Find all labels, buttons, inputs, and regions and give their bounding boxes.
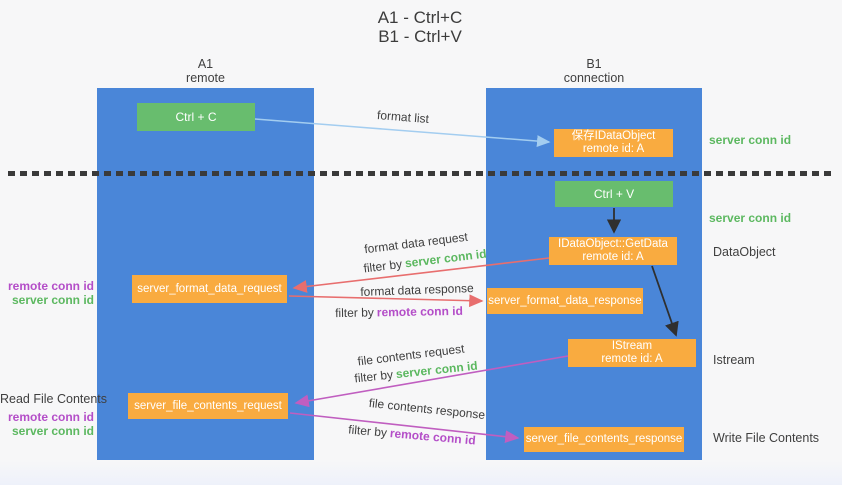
lane-a-subtitle: remote [186,71,225,85]
node-save-idataobject: 保存IDataObject remote id: A [554,129,673,157]
node-istream-line2: remote id: A [601,353,663,365]
lane-b-subtitle: connection [563,71,625,85]
node-idataobject-getdata: IDataObject::GetData remote id: A [549,237,677,265]
server-conn-id-text: server conn id [404,246,488,271]
label-format-list: format list [376,107,430,127]
node-server-file-contents-response: server_file_contents_response [524,427,684,452]
node-ctrl-c-label: Ctrl + C [175,109,217,124]
node-idataobject-getdata-line2: remote id: A [582,251,644,263]
left-label-server-conn-id-bottom: server conn id [11,424,94,438]
diagram-title: A1 - Ctrl+C B1 - Ctrl+V [300,8,540,46]
left-label-remote-conn-id-top: remote conn id [7,279,94,293]
left-label-server-conn-id-top: server conn id [11,293,94,307]
lane-b-title: B1 [586,57,602,71]
filter-by-text: filter by [353,367,394,386]
node-server-format-data-request: server_format_data_request [132,275,287,303]
right-label-server-conn-id-mid: server conn id [709,211,792,225]
right-label-dataobject: DataObject [713,245,776,259]
node-istream: IStream remote id: A [568,339,696,367]
node-server-file-contents-request: server_file_contents_request [128,393,288,419]
filter-by-text: filter by [362,256,403,276]
node-server-format-data-response-label: server_format_data_response [488,294,642,307]
left-label-conn-ids-bottom: remote conn id server conn id [0,410,94,438]
bottom-fade-strip [0,461,842,485]
node-server-file-contents-request-label: server_file_contents_request [134,399,282,412]
title-line-2: B1 - Ctrl+V [378,27,462,46]
left-label-read-file-contents: Read File Contents [0,392,108,406]
label-format-data-response: format data response [360,281,474,299]
node-server-file-contents-response-label: server_file_contents_response [525,433,683,445]
remote-conn-id-text: remote conn id [389,426,477,448]
node-server-format-data-response: server_format_data_response [487,288,643,314]
lane-b-header: B1 connection [486,57,702,85]
phase-divider-dotted-line [8,171,836,176]
filter-by-text: filter by [335,305,374,321]
node-save-idataobject-line1: 保存IDataObject [571,130,656,142]
left-label-remote-conn-id-bottom: remote conn id [7,410,94,424]
title-line-1: A1 - Ctrl+C [377,8,463,27]
right-label-server-conn-id-top: server conn id [709,133,792,147]
node-server-format-data-request-label: server_format_data_request [137,282,282,295]
left-label-conn-ids-top: remote conn id server conn id [0,279,94,307]
node-idataobject-getdata-line1: IDataObject::GetData [558,238,668,250]
right-label-write-file-contents: Write File Contents [713,431,820,445]
node-istream-line1: IStream [611,340,653,352]
remote-conn-id-text: remote conn id [376,303,463,320]
node-ctrl-c: Ctrl + C [137,103,255,131]
node-ctrl-v-label: Ctrl + V [593,186,635,201]
lane-a-title: A1 [197,57,214,71]
lane-a-header: A1 remote [97,57,314,85]
right-label-istream: Istream [713,353,755,367]
filter-by-text: filter by [347,422,388,440]
node-save-idataobject-line2: remote id: A [582,143,645,155]
label-file-contents-response: file contents response [368,395,486,423]
node-ctrl-v: Ctrl + V [555,181,673,207]
